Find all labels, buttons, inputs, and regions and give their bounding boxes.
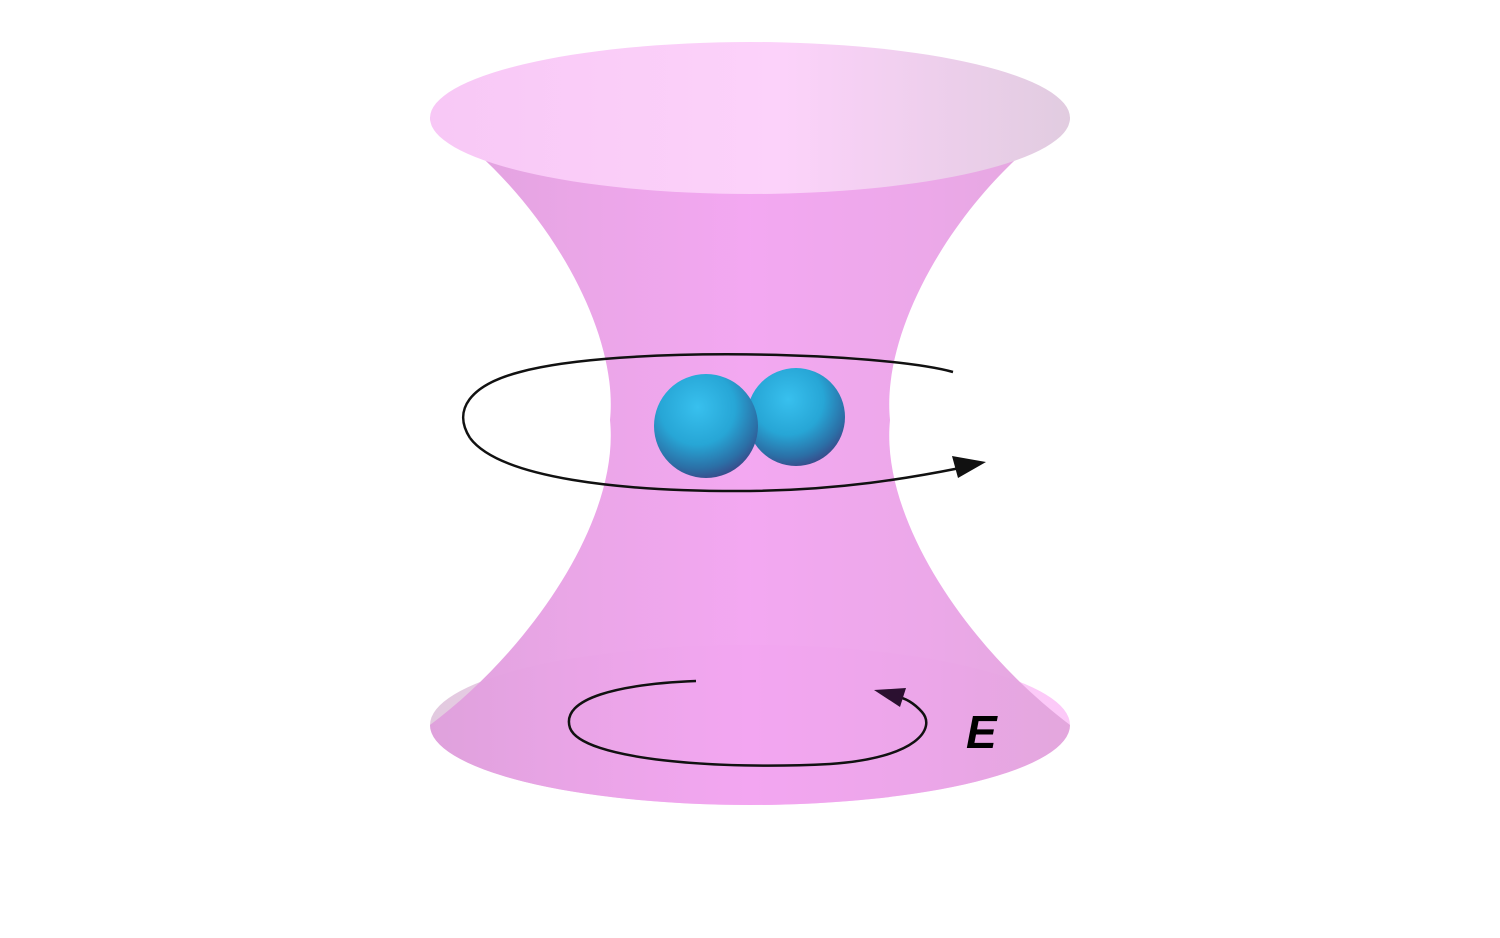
- beam-body: [430, 117, 1070, 805]
- field-label: E: [966, 706, 998, 758]
- beam-top-face: [430, 42, 1070, 194]
- atom-left: [654, 374, 758, 478]
- rotation-arrow-back: [461, 353, 954, 439]
- polarization-arrow-icon: [567, 679, 928, 767]
- rotation-arrow-icon: [469, 437, 986, 493]
- diatomic-molecule-icon: [654, 368, 845, 478]
- atom-right: [747, 368, 845, 466]
